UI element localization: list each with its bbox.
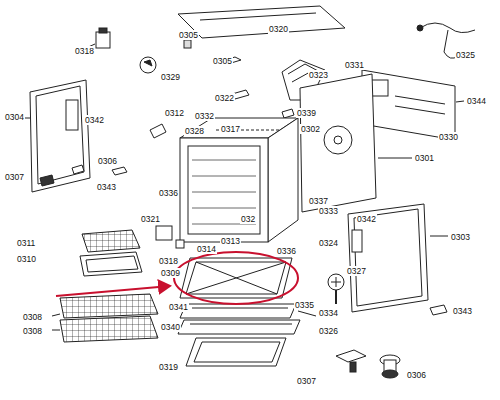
callout-number: 0305	[212, 56, 233, 66]
callout-number: 0308	[22, 326, 43, 336]
callout-number: 032	[240, 214, 256, 224]
callout-number: 0303	[450, 232, 471, 242]
callout-number: 0306	[97, 156, 118, 166]
callout-number: 0323	[308, 70, 329, 80]
callout-number: 0336	[158, 188, 179, 198]
callout-number: 0333	[318, 206, 339, 216]
callout-number: 0335	[294, 300, 315, 310]
callout-number: 0312	[164, 108, 185, 118]
callout-number: 0339	[296, 108, 317, 118]
callout-number: 0342	[356, 214, 377, 224]
callout-number: 0317	[220, 124, 241, 134]
callout-number: 0334	[318, 308, 339, 318]
callout-number: 0310	[16, 254, 37, 264]
callout-number: 0305	[178, 30, 199, 40]
callout-number: 0302	[300, 124, 321, 134]
callout-number: 0341	[168, 302, 189, 312]
callout-number: 0326	[318, 326, 339, 336]
callout-number: 0336	[276, 246, 297, 256]
callout-number: 0331	[344, 60, 365, 70]
callout-number: 0337	[308, 196, 329, 206]
callout-number: 0307	[4, 172, 25, 182]
callout-number: 0322	[214, 93, 235, 103]
callout-number: 0314	[196, 244, 217, 254]
callout-number: 0304	[4, 112, 25, 122]
callout-number: 0343	[96, 182, 117, 192]
callout-number: 0321	[140, 214, 161, 224]
callout-number: 0301	[414, 153, 435, 163]
callout-number: 0325	[455, 50, 476, 60]
callout-number: 0324	[318, 238, 339, 248]
callout-number: 0320	[268, 24, 289, 34]
callout-number: 0308	[22, 312, 43, 322]
callout-number: 0313	[220, 236, 241, 246]
callout-number: 0330	[438, 132, 459, 142]
callout-number: 0319	[158, 362, 179, 372]
callout-number: 0340	[160, 322, 181, 332]
callout-number: 0306	[406, 370, 427, 380]
callout-number: 0329	[160, 72, 181, 82]
callout-number: 0318	[158, 256, 179, 266]
callout-number: 0344	[466, 96, 487, 106]
callout-number: 0311	[16, 238, 36, 248]
callout-number: 0307	[296, 376, 317, 386]
callout-number: 0327	[346, 266, 367, 276]
callout-number: 0318	[74, 46, 95, 56]
callout-number: 0332	[194, 111, 215, 121]
callout-number: 0342	[84, 115, 105, 125]
callout-number: 0328	[184, 126, 205, 136]
callout-number: 0343	[452, 306, 473, 316]
callout-number: 0309	[160, 268, 181, 278]
